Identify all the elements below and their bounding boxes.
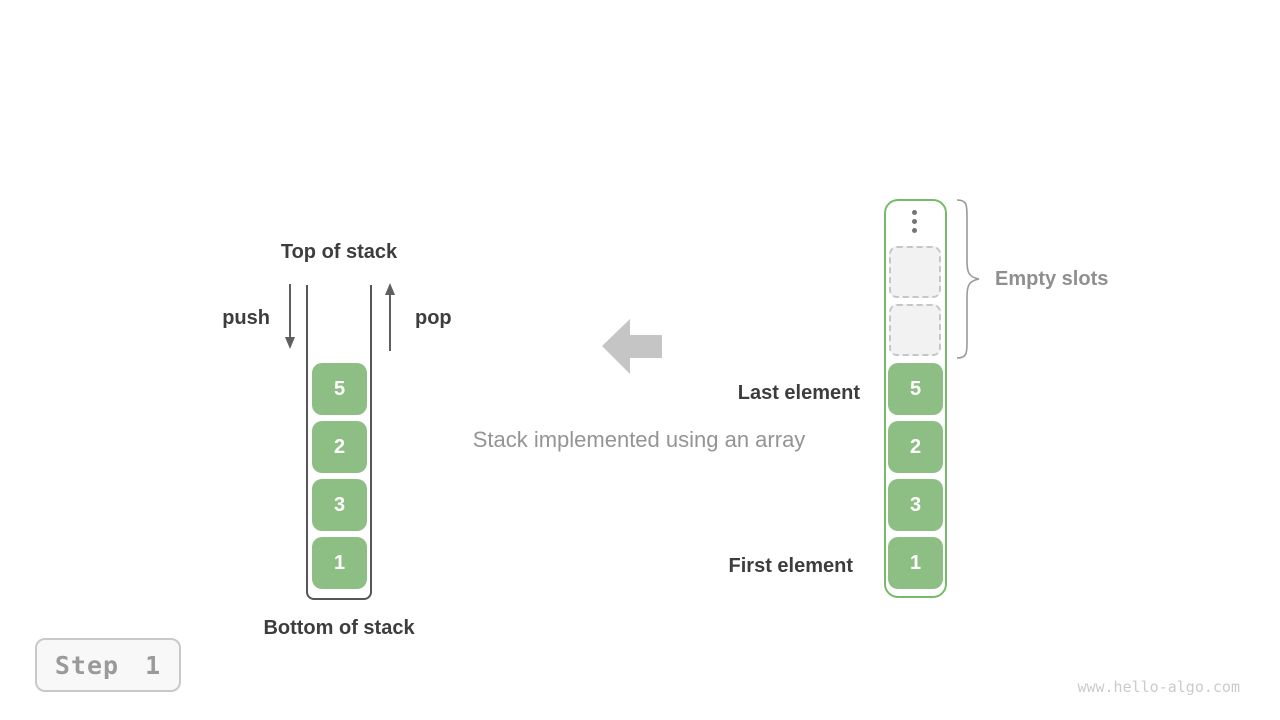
vertical-ellipsis-icon [912, 210, 917, 233]
empty-slot [889, 304, 941, 356]
watermark: www.hello-algo.com [1077, 678, 1240, 696]
last-element-label: Last element [737, 382, 860, 404]
curly-brace-icon [956, 199, 980, 359]
pop-up-arrow-icon [385, 283, 395, 351]
stack-block: 2 [312, 421, 367, 473]
stack-block: 3 [312, 479, 367, 531]
array-block: 5 [888, 363, 943, 415]
first-element-label: First element [728, 555, 853, 577]
push-label: push [222, 307, 270, 329]
bottom-of-stack-label: Bottom of stack [263, 617, 415, 639]
empty-slots-label: Empty slots [995, 268, 1109, 290]
step-badge: Step 1 [35, 638, 181, 692]
diagram-caption: Stack implemented using an array [472, 427, 806, 452]
array-block: 1 [888, 537, 943, 589]
array-block: 2 [888, 421, 943, 473]
stack-block: 1 [312, 537, 367, 589]
array-block: 3 [888, 479, 943, 531]
top-of-stack-label: Top of stack [280, 241, 398, 263]
pop-label: pop [415, 307, 452, 329]
push-down-arrow-icon [285, 284, 295, 349]
left-block-arrow-icon [602, 319, 662, 374]
empty-slot [889, 246, 941, 298]
stack-block: 5 [312, 363, 367, 415]
